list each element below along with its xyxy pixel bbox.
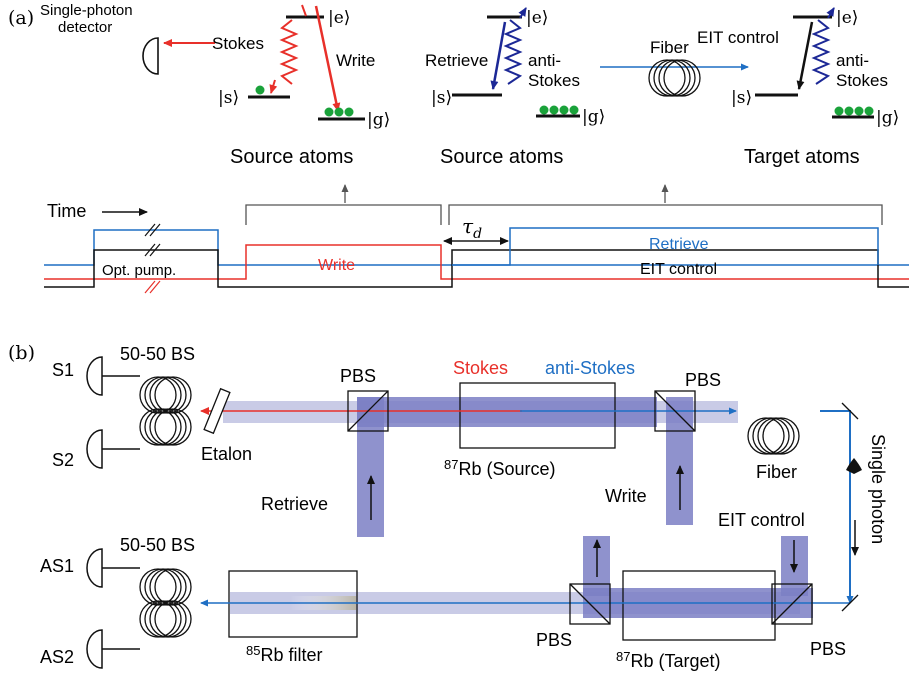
atom-dot (324, 107, 334, 117)
single-photon-label: Single photon (868, 434, 888, 544)
fiber-coil-b (747, 417, 800, 455)
stokes-label-b: Stokes (453, 358, 508, 378)
detector-s2 (86, 429, 103, 469)
target-cell-label: 87Rb (Target) (616, 649, 721, 671)
stokes-label-a: Stokes (212, 34, 264, 53)
as2-label: AS2 (40, 647, 74, 667)
timing-brackets (245, 184, 883, 225)
retrieve-pulse-label: Retrieve (649, 236, 709, 253)
source-cell (459, 382, 616, 449)
level-e-label-2: |e⟩ (526, 8, 548, 28)
write-arrow (314, 5, 341, 112)
retrieve-label-a: Retrieve (425, 51, 488, 70)
atom-dot (334, 107, 344, 117)
s1-label: S1 (52, 360, 74, 380)
axis-break-marks (144, 223, 161, 294)
detector-s1 (86, 356, 103, 396)
source-cell-label: 87Rb (Source) (444, 457, 556, 479)
anti-stokes-wavy (503, 19, 523, 85)
opt-pump-label: Opt. pump. (102, 262, 176, 279)
anti-stokes-label-a-2: Stokes (528, 71, 580, 90)
detector-label-line2: detector (58, 19, 112, 36)
caption-source-atoms-2: Source atoms (440, 146, 563, 168)
eit-control-label-a: EIT control (697, 28, 779, 47)
pbs-bottom-left-label: PBS (536, 630, 572, 650)
rb85-filter-cell (228, 570, 358, 638)
stokes-wavy (279, 19, 299, 85)
level-e-label-3: |e⟩ (836, 8, 858, 28)
tau-label: τd (462, 214, 482, 242)
write-label-a: Write (336, 51, 375, 70)
fiber-coil-a (648, 59, 701, 97)
fiber-label-b: Fiber (756, 462, 797, 482)
single-photon-wavepacket (846, 458, 862, 474)
caption-source-atoms-1: Source atoms (230, 146, 353, 168)
retrieve-trace (452, 227, 879, 266)
etalon (203, 387, 231, 435)
level-s-label-2: |s⟩ (431, 88, 452, 108)
control-beam-upper (357, 397, 657, 427)
eit-control-label-b: EIT control (718, 510, 805, 530)
detectors-b (86, 356, 140, 669)
mirror-bottom (841, 594, 859, 612)
blue-baseline (44, 229, 909, 266)
detector-as1 (86, 548, 103, 588)
beamsplitter-coils-top (139, 376, 192, 446)
panel-b-tag: (b) (8, 342, 35, 364)
caption-target-atoms: Target atoms (744, 146, 860, 168)
time-label: Time (47, 201, 86, 221)
anti-stokes-label-a-3: anti- (836, 51, 869, 70)
anti-stokes-label-a-4: Stokes (836, 71, 888, 90)
write-trace (44, 244, 909, 280)
opt-pump-eit-trace (44, 249, 909, 288)
detector-label-line1: Single-photon (40, 2, 133, 19)
write-pulse-label: Write (318, 257, 355, 274)
level-g-label-3: |g⟩ (876, 108, 899, 128)
as1-label: AS1 (40, 556, 74, 576)
s2-label: S2 (52, 450, 74, 470)
anti-stokes-label-b: anti-Stokes (545, 358, 635, 378)
pbs-left-label: PBS (340, 366, 376, 386)
eit-control-arrow (796, 21, 814, 90)
write-label-b: Write (605, 486, 647, 506)
detector-as2 (86, 629, 103, 669)
level-g-label-2: |g⟩ (582, 107, 605, 127)
beamsplitter-coils-bottom (139, 568, 192, 638)
level-s-label: |s⟩ (218, 88, 239, 108)
eit-pulse-label: EIT control (640, 261, 717, 278)
single-photon-path (820, 410, 854, 604)
pbs-bottom-right-label: PBS (810, 639, 846, 659)
fiber-label-a: Fiber (650, 38, 689, 57)
retrieve-arrow (490, 21, 507, 90)
target-cell (622, 570, 776, 641)
level-scheme-target (755, 7, 874, 119)
level-scheme-write (248, 4, 365, 121)
panel-a-tag: (a) (8, 7, 34, 29)
level-scheme-retrieve (452, 7, 580, 118)
pbs-cubes (347, 390, 813, 625)
level-g-label: |g⟩ (367, 110, 390, 130)
rb85-filter-label: 85Rb filter (246, 643, 322, 665)
atom-dot (255, 85, 265, 95)
level-s-label-3: |s⟩ (731, 88, 752, 108)
timing-traces (44, 227, 909, 288)
retrieve-label-b: Retrieve (261, 494, 328, 514)
bs-label-bottom: 50-50 BS (120, 535, 195, 555)
single-photon-detector (142, 37, 159, 75)
level-e-label: |e⟩ (328, 8, 350, 28)
atom-dot (344, 107, 354, 117)
mirror-top (841, 402, 859, 420)
pbs-right-label: PBS (685, 370, 721, 390)
anti-stokes-label-a-1: anti- (528, 51, 561, 70)
bs-label-top: 50-50 BS (120, 344, 195, 364)
etalon-label: Etalon (201, 444, 252, 464)
